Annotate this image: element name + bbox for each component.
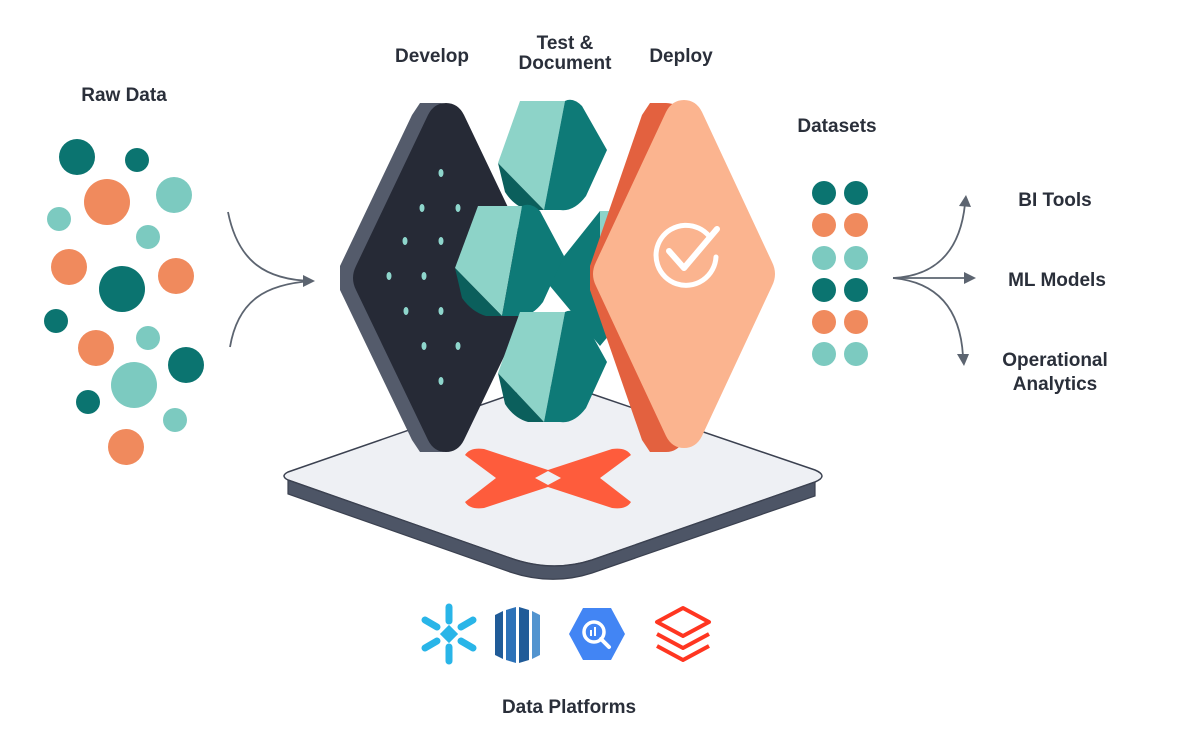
test-cube: [498, 99, 607, 211]
dataset-dot: [812, 181, 836, 205]
datasets-dots: [812, 181, 868, 366]
split-arrow-up: [892, 203, 966, 279]
datasets-label: Datasets: [797, 116, 876, 137]
dataset-dot: [844, 310, 868, 334]
data-platforms-label: Data Platforms: [502, 697, 636, 718]
data-dot: [111, 362, 157, 408]
data-dot: [51, 249, 87, 285]
develop-dot-grid: [386, 169, 461, 385]
merge-arrow-top: [227, 211, 313, 282]
dataset-dot: [812, 310, 836, 334]
split-arrows: [892, 195, 976, 366]
ml-models-label: ML Models: [1008, 270, 1106, 291]
split-arrow-down: [892, 277, 964, 357]
bi-tools-label: BI Tools: [1018, 190, 1092, 211]
databricks-icon: [655, 606, 711, 662]
data-dot: [158, 258, 194, 294]
dataset-dot: [844, 181, 868, 205]
data-dot: [163, 408, 187, 432]
arrowhead-icon: [964, 272, 976, 284]
data-dot: [78, 330, 114, 366]
data-dot: [136, 326, 160, 350]
dataset-dot: [812, 246, 836, 270]
merge-arrow-bottom: [229, 280, 313, 348]
data-dot: [125, 148, 149, 172]
merge-arrows: [227, 211, 315, 348]
data-dot: [47, 207, 71, 231]
check-circle-icon: [653, 222, 720, 288]
data-dot: [136, 225, 160, 249]
bigquery-icon: [569, 608, 625, 660]
deploy-label: Deploy: [649, 46, 713, 67]
labels: Raw Data Develop Test & Document Deploy …: [81, 33, 1108, 718]
raw-data-label: Raw Data: [81, 85, 167, 106]
dataset-dot: [812, 342, 836, 366]
dbt-logo: [465, 448, 631, 509]
data-dot: [168, 347, 204, 383]
arrowhead-icon: [957, 354, 969, 366]
dataset-dot: [844, 342, 868, 366]
redshift-icon: [495, 607, 540, 663]
dataset-dot: [844, 246, 868, 270]
operational-label-line1: Operational: [1002, 350, 1108, 371]
data-dot: [99, 266, 145, 312]
data-dot: [84, 179, 130, 225]
develop-label: Develop: [395, 46, 469, 67]
data-dot: [108, 429, 144, 465]
arrowhead-icon: [303, 275, 315, 287]
data-dot: [44, 309, 68, 333]
data-dot: [156, 177, 192, 213]
test-label-line1: Test &: [537, 33, 594, 54]
arrowhead-icon: [959, 195, 971, 207]
data-dot: [59, 139, 95, 175]
dataset-dot: [844, 213, 868, 237]
data-dot: [76, 390, 100, 414]
test-cube: [498, 310, 607, 423]
deploy-check-icon: [590, 100, 775, 452]
develop-panel-icon: [340, 103, 539, 452]
raw-data-dots: [44, 139, 204, 465]
test-cube: [455, 204, 564, 317]
dataset-dot: [812, 278, 836, 302]
snowflake-icon: [421, 603, 477, 665]
dataset-dot: [812, 213, 836, 237]
dataset-dot: [844, 278, 868, 302]
test-label-line2: Document: [519, 53, 613, 74]
operational-label-line2: Analytics: [1013, 374, 1097, 395]
